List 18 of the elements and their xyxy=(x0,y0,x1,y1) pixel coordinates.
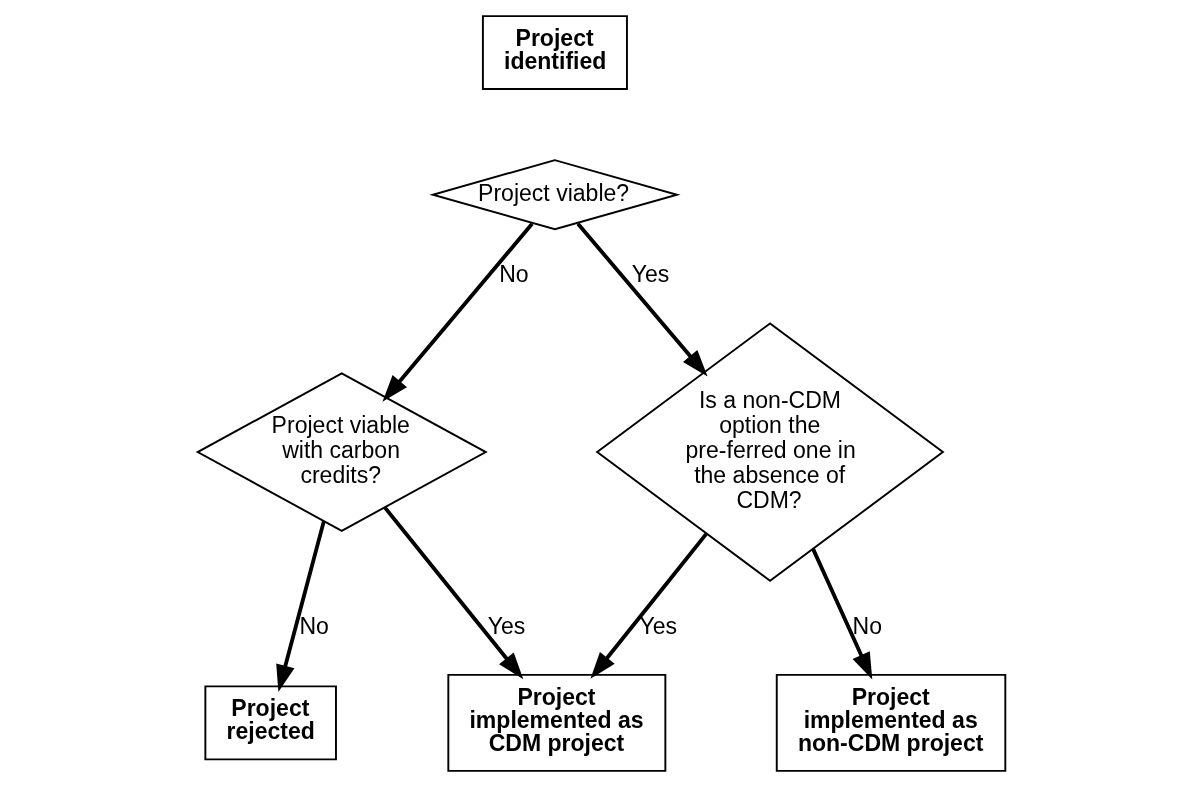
edge-label: Yes xyxy=(638,612,677,639)
arrow xyxy=(576,222,708,377)
arrow xyxy=(382,506,523,680)
arrow xyxy=(590,532,708,679)
node-box: Project implemented as CDM project xyxy=(446,673,666,772)
edge-label: No xyxy=(498,261,529,288)
node-diamond: Project viable? xyxy=(428,159,681,231)
arrow xyxy=(275,520,326,692)
node-box: Project identified xyxy=(481,15,628,91)
edge-label: No xyxy=(298,612,329,639)
edge-label: No xyxy=(852,612,882,639)
node-diamond: Is a non-CDM option the pre-ferred one in the absence of CDM? xyxy=(595,322,944,582)
arrow xyxy=(381,222,534,402)
node-box: Project rejected xyxy=(203,685,337,761)
arrow xyxy=(810,548,872,680)
edge-label: Yes xyxy=(631,261,669,288)
edge-label: Yes xyxy=(487,612,525,639)
node-box: Project implemented as non-CDM project xyxy=(775,673,1006,772)
